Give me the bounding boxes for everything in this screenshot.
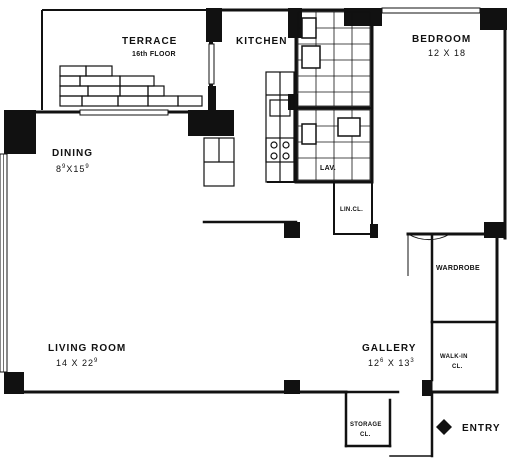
column [188,110,234,136]
gallery-size-sup2: 3 [410,358,414,364]
room-labels: TERRACE 16th FLOOR KITCHEN BEDROOM 12 X … [48,34,501,438]
column [284,380,300,394]
column [288,8,302,38]
windows [0,7,481,373]
living-room-size-main: 14 X 22 [56,358,94,368]
terrace-floor-label: 16th FLOOR [132,51,176,58]
wardrobe-label: WARDROBE [436,265,480,272]
storage-cl-label-1: STORAGE [350,422,382,428]
columns [4,8,507,396]
column [480,8,507,30]
dining-size: 89X159 [56,164,90,174]
living-room-size-sup: 9 [94,358,98,364]
bedroom-size: 12 X 18 [428,48,466,58]
gallery-label: GALLERY [362,343,416,354]
door-swings [407,233,451,396]
gallery-size-a: 12 [368,358,380,368]
entry-marker [436,419,452,435]
window [208,43,215,85]
kitchen-fixtures [203,71,295,187]
dining-size-sup2: 9 [85,164,89,170]
burner [270,152,278,160]
window [79,109,169,116]
door-swing [407,233,451,276]
lav-label: LAV. [320,165,336,172]
column [4,110,36,154]
stove [265,137,295,163]
column [208,86,216,114]
entry-label: ENTRY [462,423,501,434]
living-room-label: LIVING ROOM [48,343,126,354]
toilet [301,123,317,145]
toilet [301,45,321,69]
kitchen-label: KITCHEN [236,36,287,47]
terrace-area [41,9,208,110]
column [344,8,382,26]
terrace-label: TERRACE [122,36,177,47]
sink [337,117,361,137]
window [381,7,481,14]
walk-in-cl-label-2: CL. [452,364,463,370]
bathroom-fixtures [301,17,361,145]
column [206,8,222,42]
gallery-size-b: X 13 [384,358,410,368]
column [370,224,378,238]
column [4,372,24,394]
column [484,222,506,238]
gallery-size-sup1: 6 [380,358,384,364]
walls [4,8,507,458]
gallery-size: 126 X 133 [368,358,415,368]
bedroom-label: BEDROOM [412,34,471,45]
column [288,94,298,110]
storage-cl-label-2: CL. [360,432,371,438]
burner [270,141,278,149]
dining-size-a: 8 [56,164,62,174]
sink [269,99,291,117]
dining-size-mid: X15 [66,164,85,174]
bathtub [301,17,317,39]
terrace-paving [59,65,203,107]
living-room-size: 14 X 229 [56,358,98,368]
dining-size-sup1: 9 [62,164,66,170]
burner [282,152,290,160]
burner [282,141,290,149]
column [422,380,432,396]
walk-in-cl-label-1: WALK-IN [440,354,468,360]
lin-cl-label: LIN.CL. [340,207,363,213]
column [284,222,300,238]
dining-label: DINING [52,148,93,159]
